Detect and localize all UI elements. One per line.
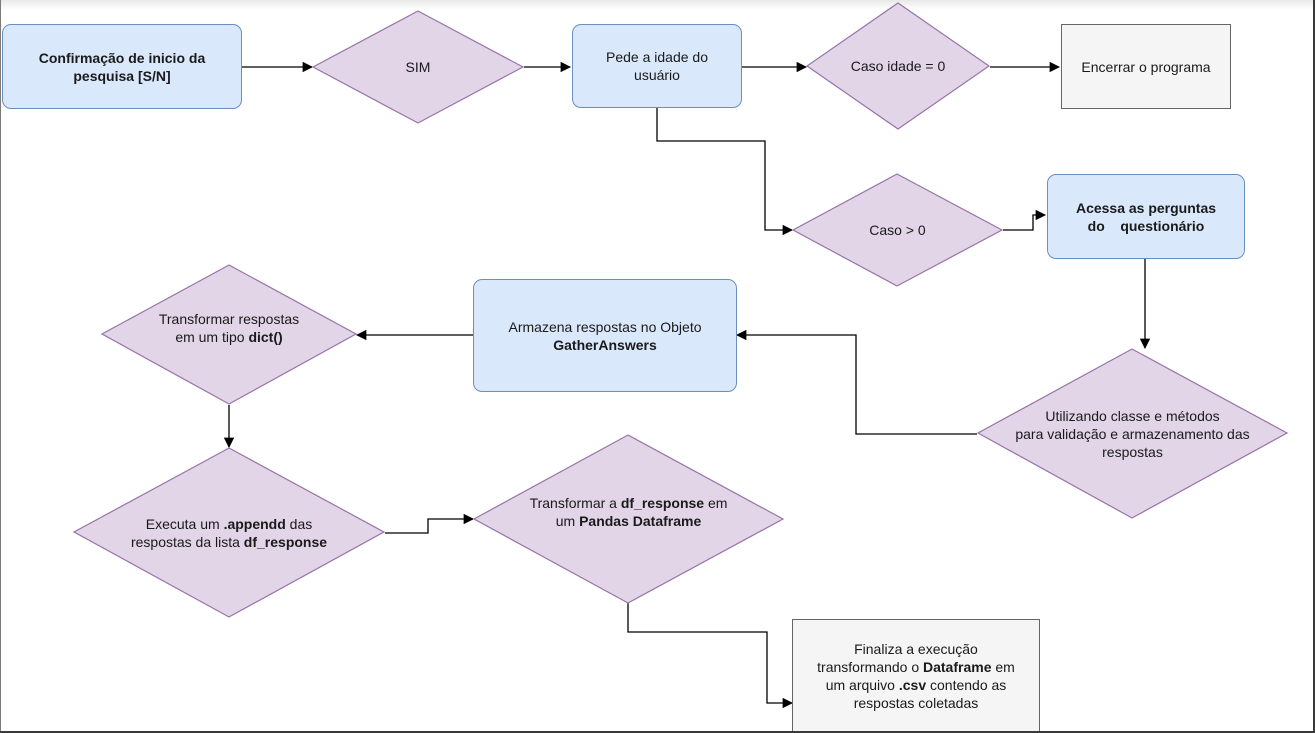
dict-decision-label: Transformar respostas em um tipo dict() — [158, 310, 300, 345]
store-node-label: Armazena respostas no Objeto — [508, 318, 702, 335]
frame-right-edge — [1313, 0, 1315, 733]
finish-line2: transformando o Dataframe em — [817, 658, 1015, 675]
validate-decision: Utilizando classe e métodos para validaç… — [977, 348, 1288, 519]
age-pos-decision-label: Caso > 0 — [869, 222, 926, 238]
end-node: Encerrar o programa — [1061, 24, 1231, 109]
questions-node-label: Acessa as perguntas do questionário — [1075, 199, 1220, 234]
age-pos-decision-shape — [792, 173, 1003, 287]
store-node-object: GatherAnswers — [553, 336, 657, 353]
dataframe-decision-shape — [473, 434, 784, 604]
dict-decision-shape — [101, 264, 357, 405]
age-zero-decision: Caso idade = 0 — [806, 2, 990, 130]
age-node-label: Pede a idade do usuário — [606, 49, 708, 83]
store-node: Armazena respostas no Objeto GatherAnswe… — [473, 279, 737, 392]
age-node: Pede a idade do usuário — [572, 24, 742, 108]
finish-line1: Finaliza a execução — [854, 640, 978, 657]
finish-node: Finaliza a execução transformando o Data… — [792, 619, 1040, 732]
questions-node: Acessa as perguntas do questionário — [1047, 174, 1245, 259]
edge-age-to-age-pos — [656, 108, 794, 236]
age-pos-decision: Caso > 0 — [792, 173, 1003, 287]
frame-left-edge — [0, 0, 1, 733]
append-decision-label: Executa um .appendd das respostas da lis… — [130, 515, 328, 550]
dataframe-decision-label: Transformar a df_response em um Pandas D… — [529, 495, 728, 529]
end-node-label: Encerrar o programa — [1081, 58, 1211, 75]
sim-decision: SIM — [312, 10, 524, 124]
sim-decision-label: SIM — [405, 59, 431, 75]
validate-decision-shape — [977, 348, 1288, 519]
start-node: Confirmação de inicio da pesquisa [S/N] — [2, 24, 242, 109]
dict-decision: Transformar respostas em um tipo dict() — [101, 264, 357, 405]
validate-decision-label: Utilizando classe e métodos para validaç… — [1015, 407, 1250, 460]
edge-append-to-df — [385, 513, 475, 534]
dataframe-decision: Transformar a df_response em um Pandas D… — [473, 434, 784, 604]
start-node-label: Confirmação de inicio da pesquisa [S/N] — [38, 49, 206, 84]
frame-bottom-edge — [0, 731, 1315, 733]
edge-age-pos-to-questions — [1003, 209, 1047, 231]
sim-decision-shape — [312, 10, 524, 124]
edge-df-to-finish — [627, 602, 794, 709]
window-top-edge — [0, 0, 1315, 10]
age-zero-decision-shape — [806, 2, 990, 130]
age-zero-decision-label: Caso idade = 0 — [850, 58, 946, 74]
append-decision: Executa um .appendd das respostas da lis… — [73, 447, 385, 618]
edge-validate-to-store — [735, 329, 977, 435]
finish-line4: respostas coletadas — [853, 694, 979, 711]
finish-line3: um arquivo .csv contendo as — [825, 676, 1007, 693]
append-decision-shape — [73, 447, 385, 618]
